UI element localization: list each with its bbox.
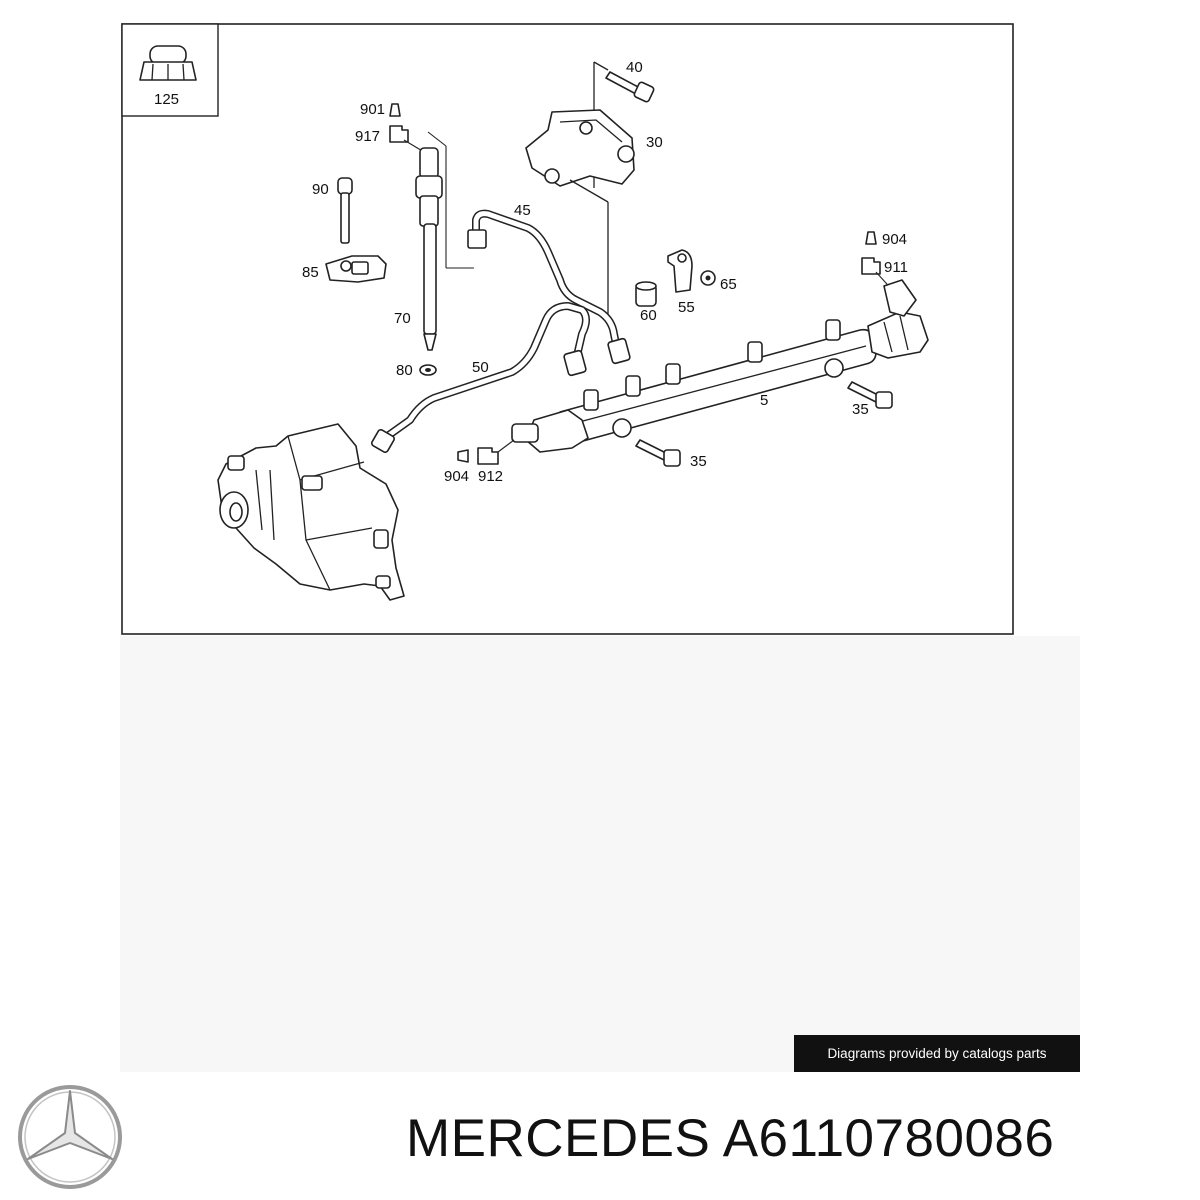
callout-65: 65 bbox=[720, 276, 737, 293]
callout-45: 45 bbox=[514, 202, 531, 219]
bolt-35-lower: 35 bbox=[635, 439, 707, 470]
connector-912: 912 bbox=[477, 447, 503, 485]
washer-80: 80 bbox=[396, 362, 437, 379]
credit-banner: Diagrams provided by catalogs parts bbox=[794, 1035, 1080, 1072]
high-pressure-pump bbox=[217, 423, 405, 601]
callout-55: 55 bbox=[678, 299, 695, 316]
sensor-seal-904-lower: 904 bbox=[444, 449, 469, 485]
callout-5: 5 bbox=[760, 392, 768, 409]
diagram-background bbox=[120, 636, 1080, 1072]
callout-85: 85 bbox=[302, 264, 319, 281]
cap-icon bbox=[139, 45, 197, 81]
pipe-50: 50 bbox=[371, 302, 590, 453]
pipe-45: 45 bbox=[467, 202, 631, 365]
callout-911: 911 bbox=[884, 259, 908, 276]
callout-904-lower: 904 bbox=[444, 468, 469, 485]
callout-70: 70 bbox=[394, 310, 411, 327]
callout-30: 30 bbox=[646, 134, 663, 151]
nut-65: 65 bbox=[700, 270, 737, 293]
brand-part-number: A6110780086 bbox=[722, 1109, 1055, 1168]
callout-50: 50 bbox=[472, 359, 489, 376]
fuel-rail-5: 5 bbox=[489, 279, 929, 459]
bolt-90: 90 bbox=[312, 177, 353, 244]
bracket-30: 30 bbox=[525, 109, 663, 322]
brand-maker: MERCEDES bbox=[406, 1109, 711, 1168]
sensor-seal-904-top: 904 bbox=[865, 231, 907, 248]
callout-35-lower: 35 bbox=[690, 453, 707, 470]
callout-90: 90 bbox=[312, 181, 329, 198]
seal-901: 901 bbox=[360, 101, 401, 118]
brand-title: MERCEDES A6110780086 bbox=[406, 1108, 1054, 1169]
callout-917: 917 bbox=[355, 128, 380, 145]
callout-80: 80 bbox=[396, 362, 413, 379]
clamp-85: 85 bbox=[302, 255, 387, 283]
callout-125: 125 bbox=[154, 91, 179, 108]
injector-70: 70 bbox=[394, 131, 474, 351]
callout-35-right: 35 bbox=[852, 401, 869, 418]
mercedes-star-icon bbox=[18, 1085, 122, 1189]
callout-40: 40 bbox=[626, 59, 643, 76]
inset-125: 125 bbox=[121, 23, 219, 117]
callout-901: 901 bbox=[360, 101, 385, 118]
callout-60: 60 bbox=[640, 307, 657, 324]
bolt-35-right: 35 bbox=[847, 381, 893, 418]
clip-55: 55 bbox=[667, 249, 695, 316]
connector-917: 917 bbox=[355, 125, 425, 153]
grommet-60: 60 bbox=[635, 281, 657, 324]
callout-904-top: 904 bbox=[882, 231, 907, 248]
rail-ports bbox=[583, 319, 841, 411]
callout-912: 912 bbox=[478, 468, 503, 485]
connector-911: 911 bbox=[861, 257, 908, 295]
